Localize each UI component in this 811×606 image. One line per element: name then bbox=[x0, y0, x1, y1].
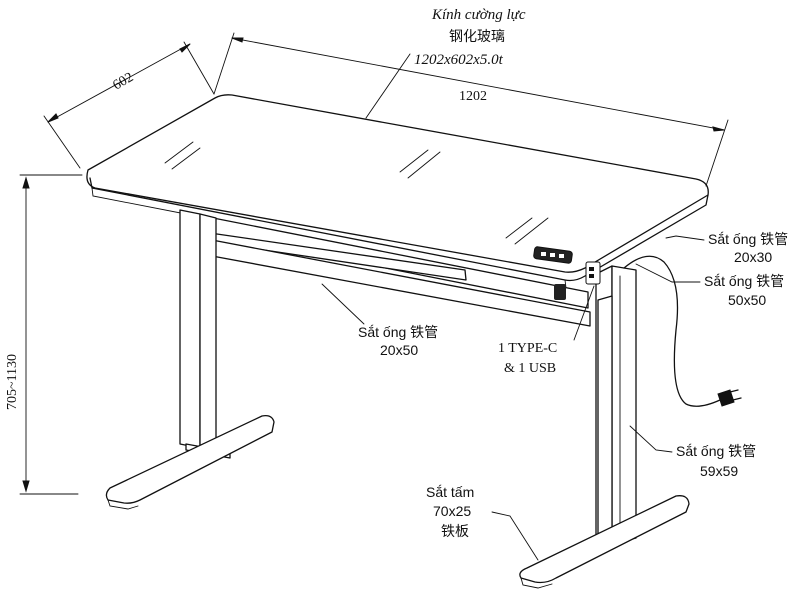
right-leg bbox=[585, 261, 637, 551]
cross-beam bbox=[197, 214, 591, 327]
ports-line1: 1 TYPE-C bbox=[498, 341, 557, 356]
control-panel bbox=[533, 246, 573, 264]
tube-2050-leader bbox=[321, 283, 365, 325]
plate-label-vi: Sắt tấm bbox=[426, 484, 474, 500]
height-dimension bbox=[19, 174, 83, 495]
height-label: 705~1130 bbox=[5, 354, 20, 410]
tube-2030-size: 20x30 bbox=[734, 249, 772, 265]
ports-line2: & 1 USB bbox=[504, 361, 556, 376]
plate-size: 70x25 bbox=[433, 503, 471, 519]
tube-5959-size: 59x59 bbox=[700, 463, 738, 479]
ports-leader bbox=[573, 285, 595, 341]
tube-2030-label: Sắt ống 铁管 bbox=[708, 231, 788, 247]
power-cable bbox=[623, 255, 742, 407]
plate-label-zh: 铁板 bbox=[441, 523, 469, 539]
tube-5959-label: Sắt ống 铁管 bbox=[676, 443, 756, 459]
depth-label: 602 bbox=[111, 70, 137, 93]
glass-reflection-marks bbox=[164, 141, 549, 245]
tube-5050-label: Sắt ống 铁管 bbox=[704, 273, 784, 289]
width-dimension bbox=[213, 32, 729, 187]
right-foot bbox=[519, 495, 690, 589]
width-label: 1202 bbox=[459, 89, 487, 104]
tube-2050-size: 20x50 bbox=[380, 342, 418, 358]
left-leg bbox=[179, 209, 231, 459]
tube-2050-label: Sắt ống 铁管 bbox=[358, 324, 438, 340]
tube-5050-size: 50x50 bbox=[728, 292, 766, 308]
glass-size-label: 1202x602x5.0t bbox=[414, 52, 504, 68]
tube-2030-leader bbox=[665, 235, 705, 241]
left-foot bbox=[105, 414, 275, 510]
tube-5050-leader bbox=[635, 263, 701, 283]
glass-label-zh: 钢化玻璃 bbox=[449, 28, 505, 44]
desk-top bbox=[86, 94, 709, 289]
glass-leader bbox=[365, 53, 411, 119]
tube-5959-leader bbox=[629, 425, 673, 453]
depth-dimension bbox=[43, 41, 215, 169]
plate-leader bbox=[491, 511, 539, 561]
glass-label-vi: Kính cường lực bbox=[431, 7, 526, 23]
